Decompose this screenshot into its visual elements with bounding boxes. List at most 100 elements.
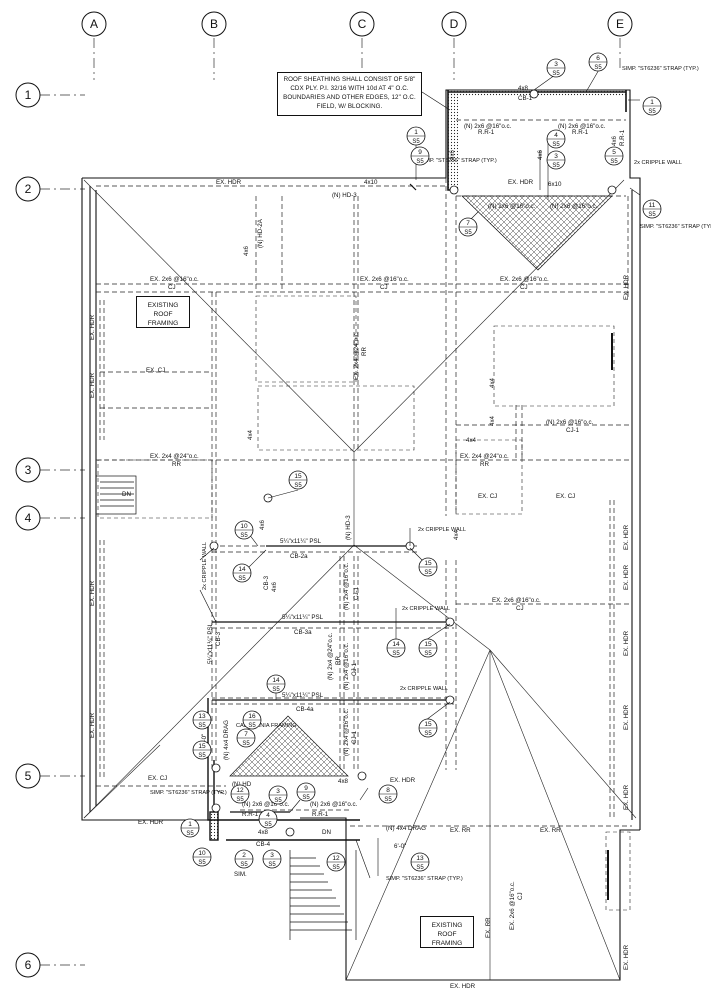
grid-bubble-e bbox=[607, 11, 633, 37]
hatched-area-lower bbox=[229, 715, 349, 777]
detail-sheet: S5 bbox=[302, 795, 310, 801]
label-ex-2x4-rr-left: EX. 2x4 @24"o.c. bbox=[150, 453, 199, 460]
grid-bubble-b bbox=[201, 11, 227, 37]
detail-sheet: S5 bbox=[552, 163, 560, 169]
strap-note-bottom-left: SIMP. "ST6236" STRAP (TYP.) bbox=[150, 790, 227, 796]
strap-note-bottom: SIMP. "ST6236" STRAP (TYP.) bbox=[386, 876, 463, 882]
detail-sheet: S5 bbox=[424, 570, 432, 576]
label-n-2x6-rr1-d: (N) 2x6 @16"o.c. bbox=[310, 801, 358, 808]
detail-number: 12 bbox=[236, 787, 244, 794]
grid-label-2: 2 bbox=[25, 182, 32, 196]
svg-text:R.R-1: R.R-1 bbox=[619, 129, 626, 146]
grid-label-5: 5 bbox=[25, 769, 32, 783]
svg-text:CJ: CJ bbox=[517, 892, 524, 900]
detail-sheet: S5 bbox=[264, 822, 272, 828]
detail-number: 6 bbox=[596, 55, 600, 62]
detail-sheet: S5 bbox=[294, 483, 302, 489]
label-cb2a: CB-2a bbox=[290, 553, 308, 560]
detail-sheet: S5 bbox=[424, 731, 432, 737]
svg-text:4x6: 4x6 bbox=[537, 149, 544, 160]
svg-text:CJ-1: CJ-1 bbox=[351, 730, 358, 744]
svg-text:EX. HDR: EX. HDR bbox=[623, 564, 630, 590]
leader-lines bbox=[199, 67, 641, 879]
strap-note-top: SIMP. "ST6236" STRAP (TYP.) bbox=[622, 66, 699, 72]
detail-callout-d1b: 1S5 bbox=[406, 126, 426, 146]
detail-number: 5 bbox=[612, 149, 616, 156]
svg-text:EX. RR: EX. RR bbox=[485, 917, 492, 938]
svg-text:5¼"x11¼" PSL: 5¼"x11¼" PSL bbox=[207, 622, 214, 664]
detail-sheet: S5 bbox=[392, 651, 400, 657]
detail-number: 4 bbox=[554, 132, 558, 139]
detail-callout-d2: 2S5 bbox=[234, 849, 254, 869]
label-ex-cj-right1: EX. CJ bbox=[478, 493, 497, 500]
label-ex-hdr-upper: EX. HDR bbox=[508, 179, 534, 186]
holddowns bbox=[209, 89, 617, 837]
svg-text:(N) 2x4 @24"o.c.: (N) 2x4 @24"o.c. bbox=[327, 632, 334, 680]
detail-number: 14 bbox=[392, 641, 400, 648]
svg-text:(N) 4x4 DRAG: (N) 4x4 DRAG bbox=[223, 720, 230, 760]
detail-sheet: S5 bbox=[424, 651, 432, 657]
svg-text:CJ-1: CJ-1 bbox=[351, 662, 358, 676]
callout-notes: 2x CRIPPLE WALL 2x CRIPPLE WALL 2x CRIPP… bbox=[150, 66, 711, 882]
detail-number: 1 bbox=[188, 821, 192, 828]
label-n-2x6-b: (N) 2x6 @16"o.c. bbox=[550, 203, 598, 210]
existing-roof-framing-label-bottom: EXISTING ROOF FRAMING bbox=[420, 916, 474, 948]
detail-number: 12 bbox=[332, 855, 340, 862]
label-cj1: CJ-1 bbox=[566, 427, 580, 434]
grid-label-c: C bbox=[358, 17, 367, 31]
grid-row-bubbles bbox=[15, 82, 41, 978]
svg-text:EX. HDR: EX. HDR bbox=[623, 524, 630, 550]
detail-callout-d5: 5S5 bbox=[604, 146, 624, 166]
detail-sheet: S5 bbox=[268, 862, 276, 868]
label-psl-3: 5¼"x11¼" PSL bbox=[282, 692, 324, 699]
detail-sheet: S5 bbox=[416, 865, 424, 871]
detail-callout-d8: 8S5 bbox=[378, 784, 398, 804]
svg-text:4x6: 4x6 bbox=[449, 149, 456, 160]
detail-number: 10 bbox=[240, 523, 248, 530]
upper-bumpout bbox=[447, 90, 627, 191]
svg-text:4x4: 4x4 bbox=[247, 429, 254, 440]
grid-label-3: 3 bbox=[25, 463, 32, 477]
detail-callout-d3b: 3S5 bbox=[546, 150, 566, 170]
detail-number: 15 bbox=[424, 641, 432, 648]
label-4x4-upper: 4x4 bbox=[466, 437, 477, 444]
label-ca-frame: CALIFORNIA FRAMING bbox=[236, 723, 297, 729]
svg-text:RR: RR bbox=[361, 347, 368, 356]
svg-text:EX. HDR: EX. HDR bbox=[623, 630, 630, 656]
detail-sheet: S5 bbox=[186, 831, 194, 837]
detail-sheet: S5 bbox=[198, 860, 206, 866]
detail-sheet: S5 bbox=[648, 212, 656, 218]
label-ex-cj-left: EX. CJ bbox=[146, 367, 165, 374]
label-cb4a: CB-4a bbox=[296, 706, 314, 713]
label-cb1: CB-1 bbox=[518, 95, 533, 102]
svg-text:RR: RR bbox=[335, 656, 342, 665]
detail-callout-d3a: 3S5 bbox=[546, 58, 566, 78]
detail-callout-d3c: 3S5 bbox=[268, 785, 288, 805]
detail-callout-d3d: 3S5 bbox=[262, 849, 282, 869]
label-4x10: 4x10 bbox=[364, 179, 378, 186]
framing-labels-vertical: EX. HDR EX. HDR EX. HDR EX. HDR EX. HDR … bbox=[89, 129, 630, 970]
detail-callout-d1a: 1S5 bbox=[642, 96, 662, 116]
svg-text:4x6: 4x6 bbox=[271, 581, 278, 592]
svg-text:CB-3: CB-3 bbox=[263, 575, 270, 590]
cripple-note-2: 2x CRIPPLE WALL bbox=[402, 606, 450, 612]
svg-text:EX. 2x6 @16"o.c.: EX. 2x6 @16"o.c. bbox=[509, 881, 516, 930]
grid-column-bubbles bbox=[81, 11, 633, 37]
detail-sheet: S5 bbox=[552, 71, 560, 77]
svg-text:4x6: 4x6 bbox=[611, 135, 618, 146]
grid-bubble-d bbox=[441, 11, 467, 37]
label-ex-2x6-cj-left: EX. 2x6 @16"o.c. bbox=[150, 276, 199, 283]
beams bbox=[212, 183, 448, 813]
detail-number: 15 bbox=[424, 721, 432, 728]
label-cb3a: CB-3a bbox=[294, 629, 312, 636]
svg-text:6'-0": 6'-0" bbox=[201, 734, 208, 746]
upper-wall-fill bbox=[448, 90, 458, 190]
detail-callout-d4a: 4S5 bbox=[546, 129, 566, 149]
svg-text:4x6: 4x6 bbox=[259, 519, 266, 530]
detail-callout-d7a: 7S5 bbox=[458, 217, 478, 237]
